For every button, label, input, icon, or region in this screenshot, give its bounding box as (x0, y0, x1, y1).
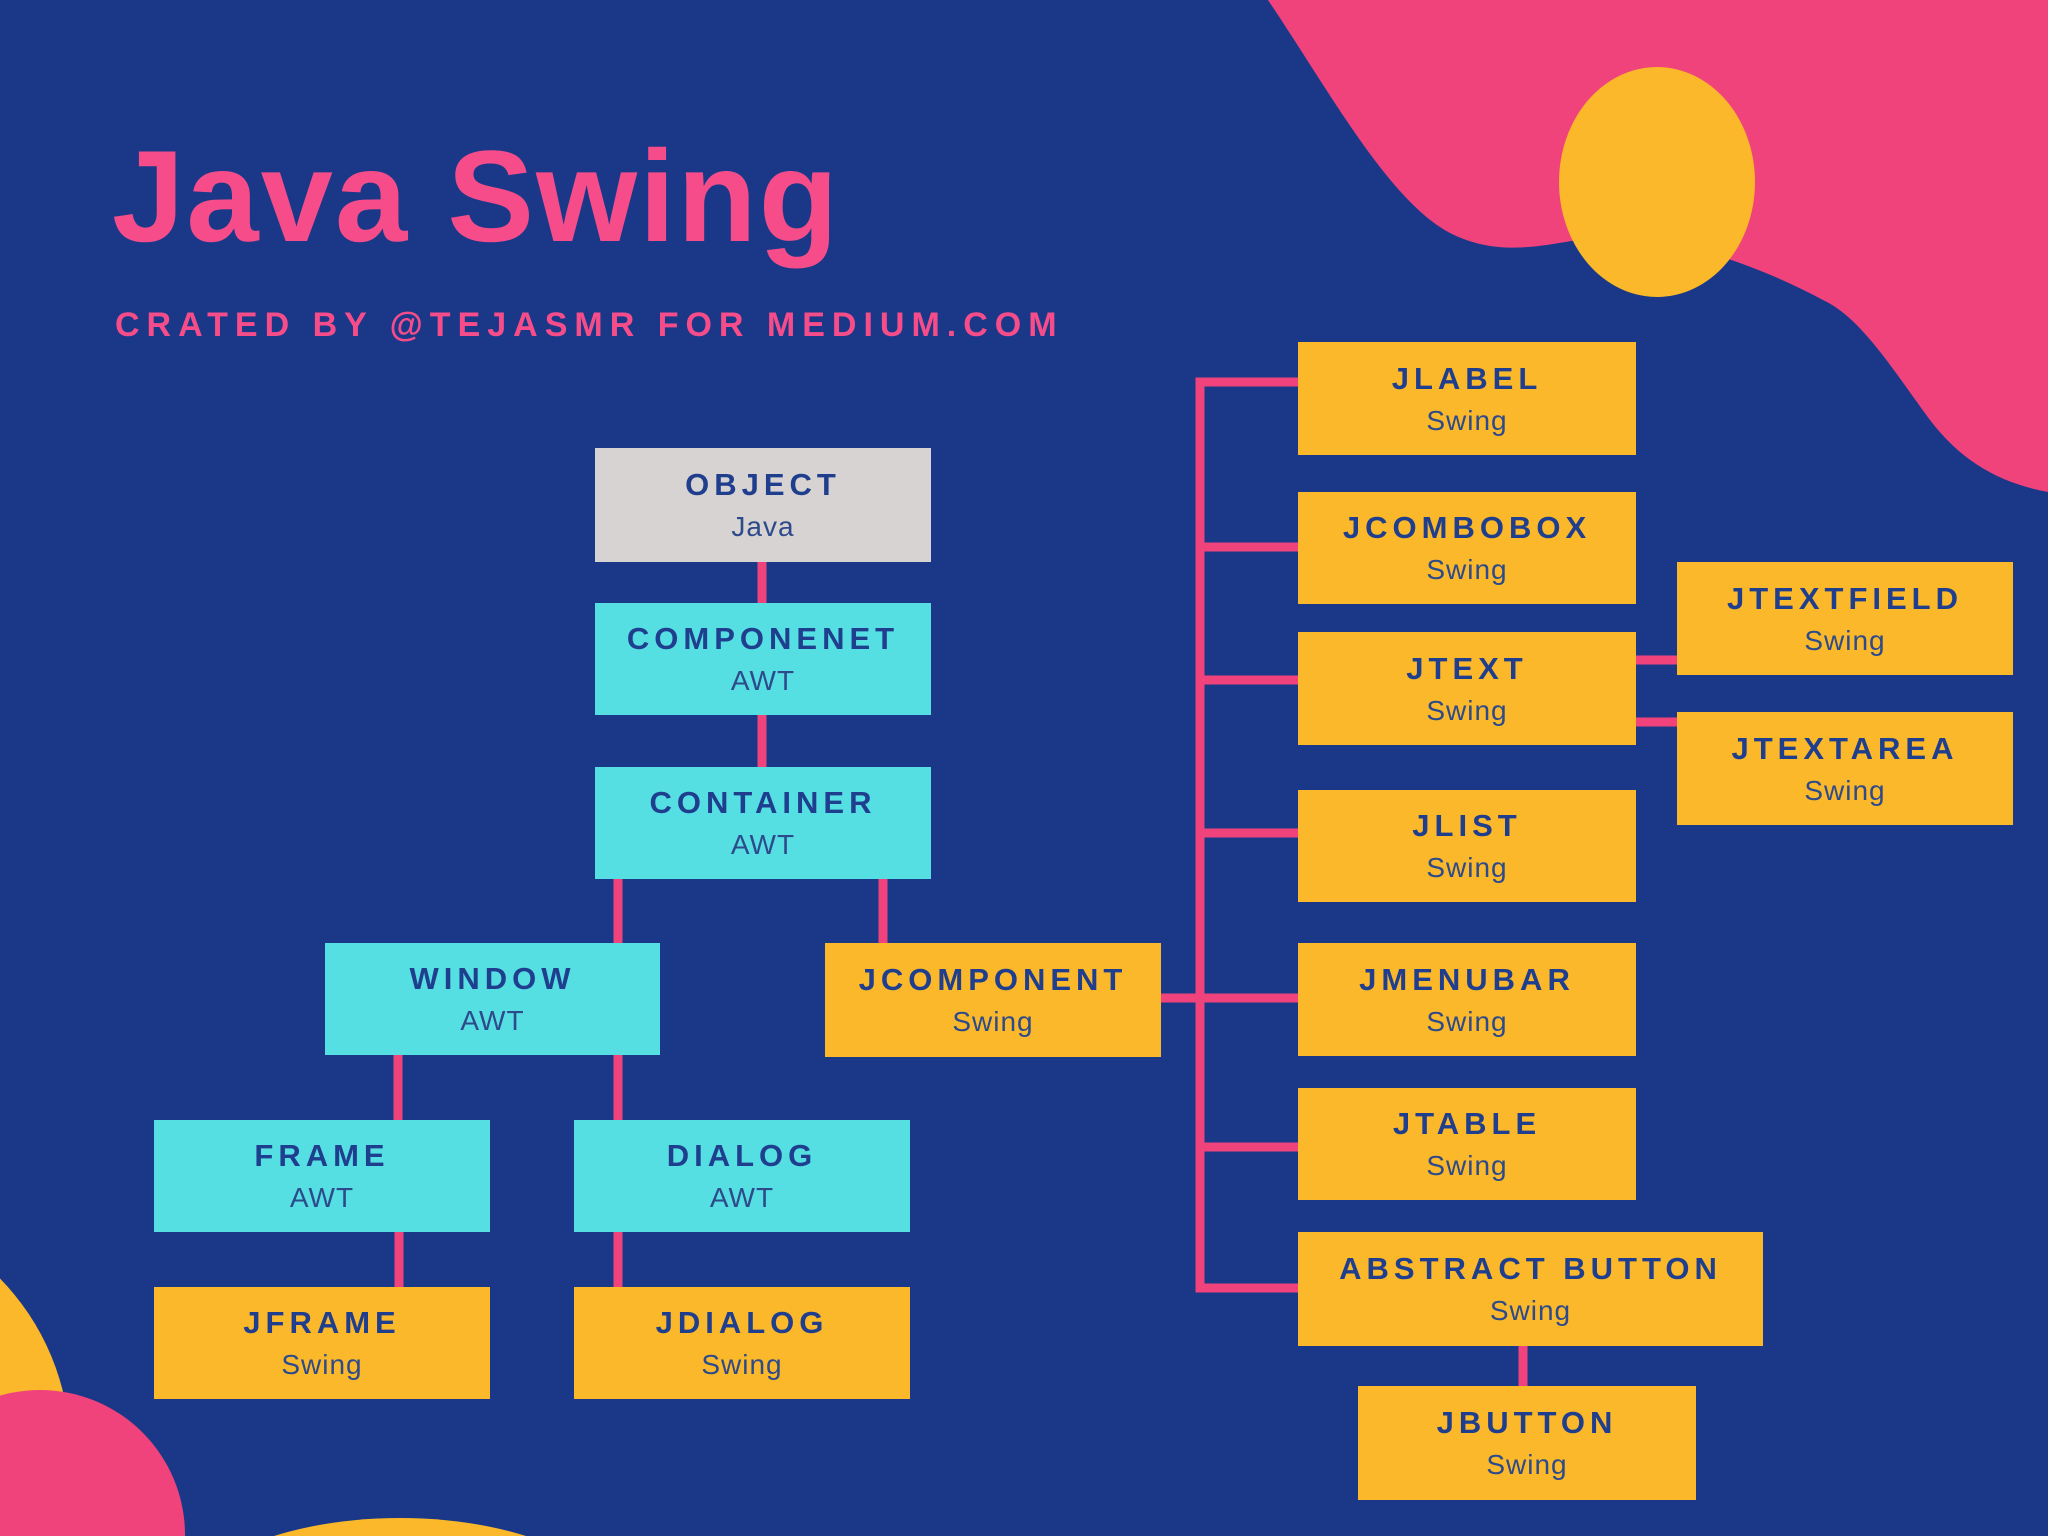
node-window-title: WINDOW (409, 961, 576, 996)
node-jlabel-library: Swing (1426, 404, 1508, 436)
node-container-title: CONTAINER (649, 785, 877, 820)
node-jbutton-title: JBUTTON (1436, 1405, 1618, 1440)
node-jcombobox: JCOMBOBOX Swing (1298, 492, 1636, 604)
node-jtext: JTEXT Swing (1298, 632, 1636, 745)
node-jframe: JFRAME Swing (154, 1287, 490, 1399)
node-jbutton: JBUTTON Swing (1358, 1386, 1696, 1500)
node-jmenubar-library: Swing (1426, 1005, 1508, 1037)
node-frame: FRAME AWT (154, 1120, 490, 1232)
node-jtable-library: Swing (1426, 1150, 1508, 1181)
node-componenet-title: COMPONENET (626, 621, 900, 656)
node-window-library: AWT (460, 1005, 525, 1036)
node-jlist: JLIST Swing (1298, 790, 1636, 902)
node-jlabel: JLABEL Swing (1298, 342, 1636, 455)
node-jtextarea-library: Swing (1804, 774, 1886, 806)
node-window: WINDOW AWT (325, 943, 660, 1055)
node-componenet-library: AWT (730, 665, 796, 696)
node-jcombobox-title: JCOMBOBOX (1342, 510, 1592, 545)
node-jcombobox-library: Swing (1426, 554, 1508, 585)
node-jlist-title: JLIST (1412, 808, 1522, 843)
node-dialog-library: AWT (709, 1182, 775, 1213)
node-jtext-title: JTEXT (1406, 650, 1528, 686)
node-jtable: JTABLE Swing (1298, 1088, 1636, 1200)
node-jtextfield-title: JTEXTFIELD (1726, 580, 1963, 616)
node-abstract-button-library: Swing (1489, 1295, 1572, 1326)
node-dialog-title: DIALOG (666, 1138, 818, 1173)
node-jdialog: JDIALOG Swing (574, 1287, 910, 1399)
bottom-left-pink-circle (0, 1390, 185, 1536)
node-jtextarea-title: JTEXTAREA (1731, 730, 1959, 766)
top-right-pink-blob (1268, 0, 2048, 492)
node-jdialog-library: Swing (701, 1349, 783, 1380)
node-jtable-title: JTABLE (1392, 1106, 1542, 1141)
node-jcomponent-library: Swing (952, 1006, 1034, 1037)
node-abstract-button: ABSTRACT BUTTON Swing (1298, 1232, 1763, 1346)
node-jlabel-title: JLABEL (1391, 360, 1543, 396)
node-jframe-library: Swing (281, 1349, 363, 1380)
node-jtextarea: JTEXTAREA Swing (1677, 712, 2013, 825)
page-subtitle: CRATED BY @TEJASMR FOR MEDIUM.COM (115, 306, 1064, 344)
node-object: OBJECT Java (595, 448, 931, 562)
node-jbutton-library: Swing (1486, 1449, 1568, 1480)
node-componenet: COMPONENET AWT (595, 603, 931, 715)
node-frame-title: FRAME (254, 1138, 390, 1173)
node-frame-library: AWT (289, 1182, 355, 1213)
node-jtextfield-library: Swing (1804, 624, 1886, 656)
node-jmenubar-title: JMENUBAR (1359, 961, 1575, 997)
node-jtextfield: JTEXTFIELD Swing (1677, 562, 2013, 675)
node-jcomponent: JCOMPONENT Swing (825, 943, 1161, 1057)
node-jmenubar: JMENUBAR Swing (1298, 943, 1636, 1056)
bottom-yellow-blob (274, 1518, 526, 1536)
node-jdialog-title: JDIALOG (655, 1305, 829, 1340)
top-right-yellow-circle (1559, 67, 1755, 297)
node-container: CONTAINER AWT (595, 767, 931, 879)
node-object-title: OBJECT (685, 467, 841, 502)
node-object-library: Java (731, 511, 795, 542)
node-jframe-title: JFRAME (243, 1305, 401, 1340)
node-dialog: DIALOG AWT (574, 1120, 910, 1232)
node-abstract-button-title: ABSTRACT BUTTON (1339, 1251, 1722, 1286)
node-jlist-library: Swing (1426, 852, 1508, 883)
node-jtext-library: Swing (1426, 694, 1508, 726)
page-title: Java Swing (112, 123, 841, 269)
node-container-library: AWT (730, 829, 796, 860)
node-jcomponent-title: JCOMPONENT (858, 962, 1128, 997)
